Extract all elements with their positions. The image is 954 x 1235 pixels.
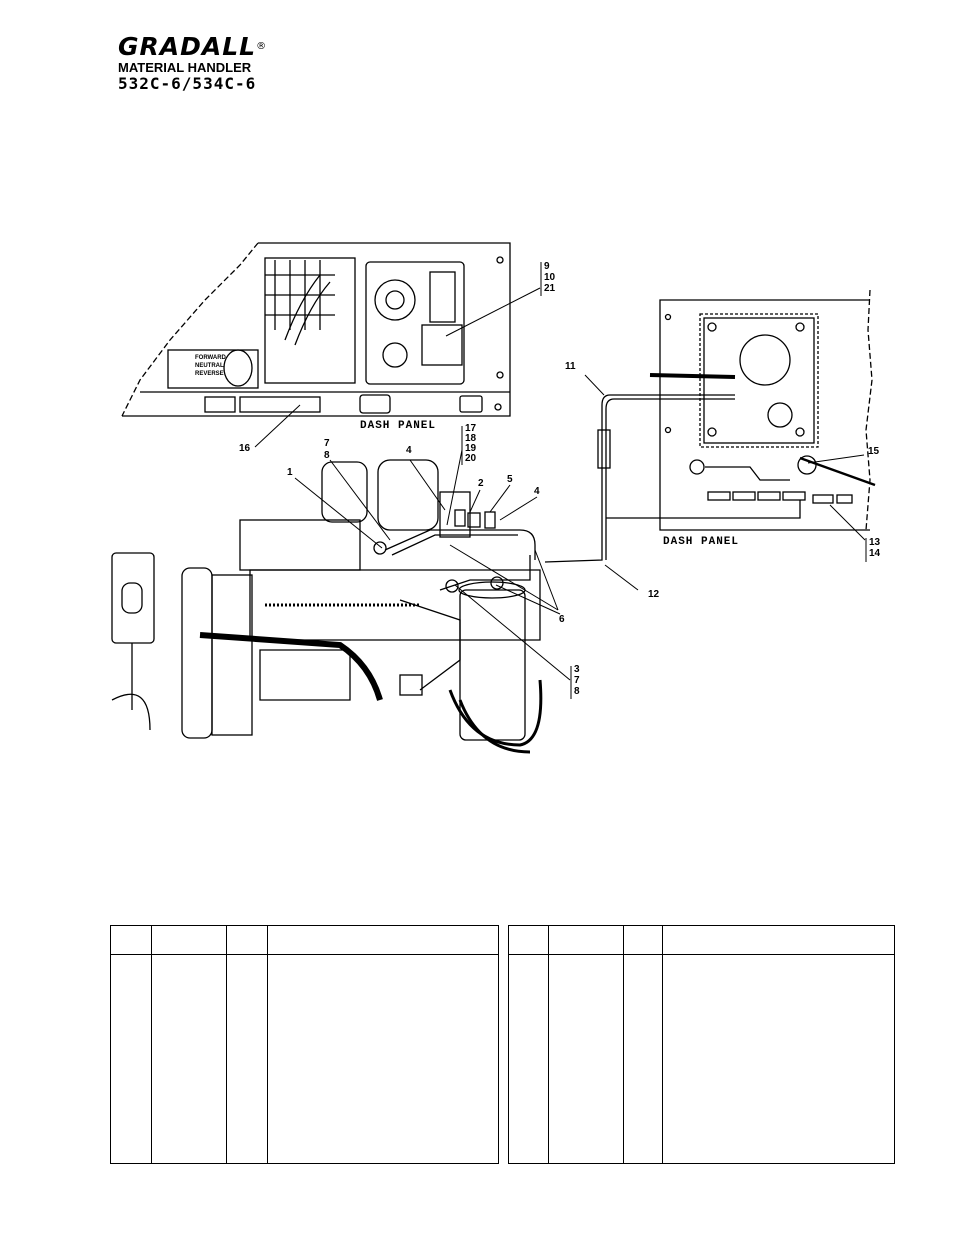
header-cell <box>623 925 663 955</box>
callout-2: 2 <box>478 478 484 489</box>
callout-11: 11 <box>565 361 576 372</box>
parts-illustration <box>111 242 876 754</box>
table-row <box>508 954 895 1164</box>
parts-table-right <box>508 925 895 1164</box>
reverse-label: REVERSE <box>195 371 224 377</box>
neutral-label: NEUTRAL <box>195 363 224 369</box>
panel-switch-text: FORWARD NEUTRAL REVERSE <box>195 354 226 378</box>
table-header-row <box>508 925 895 955</box>
callout-stack-17-20: 17 18 19 20 <box>465 423 477 464</box>
callout-1: 1 <box>287 467 293 478</box>
registered-mark: ® <box>256 41 268 52</box>
header-cell <box>267 925 499 955</box>
callout-7: 7 <box>324 438 330 449</box>
forward-label: FORWARD <box>195 355 226 361</box>
callout-stack-3-7-8: 3 7 8 <box>574 664 580 697</box>
left-dash-panel <box>121 242 511 417</box>
table-row <box>110 954 499 1164</box>
leader-lines <box>254 287 866 681</box>
engine-assembly <box>111 459 543 754</box>
model-number: 532C-6/534C-6 <box>118 74 257 93</box>
left-dash-panel-caption: DASH PANEL <box>360 420 437 432</box>
header-cell <box>548 925 624 955</box>
callout-brackets <box>461 262 867 699</box>
header-cell <box>151 925 227 955</box>
brand-block: GRADALL® MATERIAL HANDLER 532C-6/534C-6 <box>118 34 318 93</box>
header-cell <box>508 925 549 955</box>
callout-16: 16 <box>239 443 251 454</box>
callout-8: 8 <box>324 450 330 461</box>
callout-stack-9-10-21: 9 10 21 <box>544 261 556 294</box>
callout-12: 12 <box>648 589 660 600</box>
callout-5: 5 <box>507 474 513 485</box>
table-header-row <box>110 925 499 955</box>
callout-stack-13-14: 13 14 <box>869 537 881 559</box>
right-dash-panel-caption: DASH PANEL <box>663 536 740 548</box>
parts-table-left <box>110 925 499 1164</box>
brand-logo: GRADALL® <box>118 32 268 61</box>
header-cell <box>110 925 152 955</box>
header-cell <box>226 925 268 955</box>
brand-subtitle: MATERIAL HANDLER <box>118 60 252 75</box>
callout-4a: 4 <box>406 445 412 456</box>
right-dash-panel <box>649 289 876 531</box>
callout-4b: 4 <box>534 486 540 497</box>
callout-6: 6 <box>559 614 565 625</box>
cable <box>544 394 801 563</box>
callout-15: 15 <box>868 446 880 457</box>
header-cell <box>662 925 895 955</box>
